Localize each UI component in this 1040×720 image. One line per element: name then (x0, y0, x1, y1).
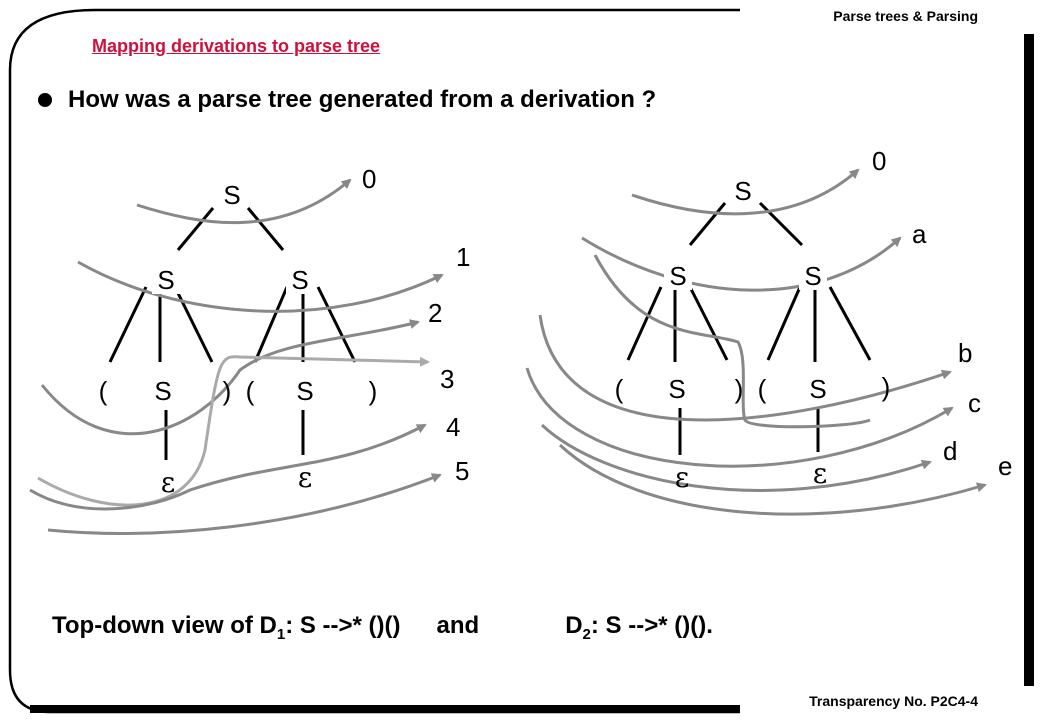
left-step-0: 0 (362, 164, 376, 194)
frame-shadow-right (1024, 20, 1034, 710)
bullet-dot-icon (38, 93, 52, 107)
right-edge-s1-lparen (626, 286, 663, 361)
footer-mask (740, 686, 1040, 720)
left-edge-s1-lparen (108, 286, 148, 363)
left-edge-s1-rparen (173, 286, 214, 363)
caption-d1-rest: : S -->* ()() (285, 612, 401, 639)
right-edge-s1-rparen (688, 286, 729, 361)
right-curve-d (540, 423, 932, 492)
left-s2: S (291, 265, 308, 295)
right-leaf-s2: S (809, 374, 826, 404)
header-mask (740, 0, 1040, 34)
left-tree-labels: S S S ( S ) ( S ) ε ε (99, 180, 378, 499)
caption-sub1: 1 (276, 625, 286, 643)
left-leaf-rparen2: ) (369, 376, 378, 406)
right-tree-labels: S S S ( S ) ( S ) ε ε (615, 176, 891, 494)
right-s1: S (669, 261, 686, 291)
right-curve-e (558, 443, 987, 516)
left-leaf-s1: S (154, 376, 171, 406)
left-curve-3 (37, 355, 430, 507)
left-curve-0 (136, 178, 352, 225)
footer-transparency-number: Transparency No. P2C4-4 (809, 693, 978, 709)
left-curve-1 (77, 260, 444, 313)
left-step-labels: 0 1 2 3 4 5 (362, 164, 470, 486)
right-curve-a (581, 236, 902, 292)
left-step-1: 1 (456, 242, 470, 272)
left-leaf-s2: S (296, 376, 313, 406)
left-edge-root-s1 (176, 207, 215, 251)
left-curve-4 (29, 423, 427, 511)
right-eps2: ε (813, 457, 828, 490)
right-leaf-rparen2: ) (882, 372, 891, 402)
left-tree-edges (108, 207, 357, 460)
right-edge-s2-rparen (828, 286, 872, 361)
caption-sub2: 2 (582, 625, 591, 643)
left-edge-s2-lparen (253, 286, 289, 363)
right-curve-0 (631, 168, 860, 216)
left-edge-root-s2 (246, 207, 285, 251)
left-eps1: ε (161, 466, 176, 499)
right-curve-c (525, 367, 954, 468)
left-curve-5 (47, 473, 442, 535)
right-step-c: c (968, 388, 981, 418)
left-derivation-curves (29, 178, 444, 535)
caption-prefix: Top-down view of D (52, 612, 277, 639)
caption-d2-rest: : S -->* ()(). (590, 612, 713, 639)
right-leaf-lparen2: ( (758, 374, 767, 404)
left-step-3: 3 (440, 364, 454, 394)
right-step-d: d (943, 436, 957, 466)
right-edge-s2-lparen (766, 286, 802, 361)
right-tree-edges (626, 201, 872, 455)
left-leaf-lparen1: ( (99, 376, 108, 406)
right-curve-b (538, 314, 952, 422)
right-root-s: S (734, 176, 751, 206)
left-leaf-rparen1: ) (223, 376, 232, 406)
right-leaf-lparen1: ( (615, 374, 624, 404)
left-step-4: 4 (446, 412, 460, 442)
right-step-0: 0 (872, 146, 886, 176)
slide-title: Mapping derivations to parse tree (92, 36, 381, 56)
right-step-b: b (958, 338, 972, 368)
bullet-row: How was a parse tree generated from a de… (38, 86, 656, 114)
right-edge-root-s2 (758, 201, 804, 247)
right-step-labels: 0 a b c d e (872, 146, 1012, 481)
left-root-s: S (223, 180, 240, 210)
right-s2: S (804, 261, 821, 291)
caption-and: and (436, 612, 480, 639)
frame-shadow-bottom (30, 705, 1032, 713)
left-s1: S (157, 265, 174, 295)
right-step-a: a (912, 219, 927, 249)
right-eps1: ε (675, 461, 690, 494)
header-title: Parse trees & Parsing (833, 8, 978, 24)
left-leaf-lparen2: ( (246, 376, 255, 406)
right-curve-a2 (593, 254, 871, 429)
right-step-e: e (998, 451, 1012, 481)
bullet-text: How was a parse tree generated from a de… (68, 86, 657, 113)
right-leaf-s1: S (668, 374, 685, 404)
left-eps2: ε (298, 461, 313, 494)
right-edge-root-s1 (688, 202, 727, 246)
caption: Top-down view of D1: S -->* ()() and D2: S… (52, 612, 713, 643)
left-curve-2 (40, 319, 420, 436)
left-step-5: 5 (455, 456, 469, 486)
caption-d2: D (565, 612, 583, 639)
left-edge-s2-rparen (316, 286, 357, 363)
right-leaf-rparen1: ) (735, 374, 744, 404)
right-derivation-curves (525, 168, 987, 516)
label-masks (152, 172, 827, 294)
left-step-2: 2 (428, 298, 442, 328)
